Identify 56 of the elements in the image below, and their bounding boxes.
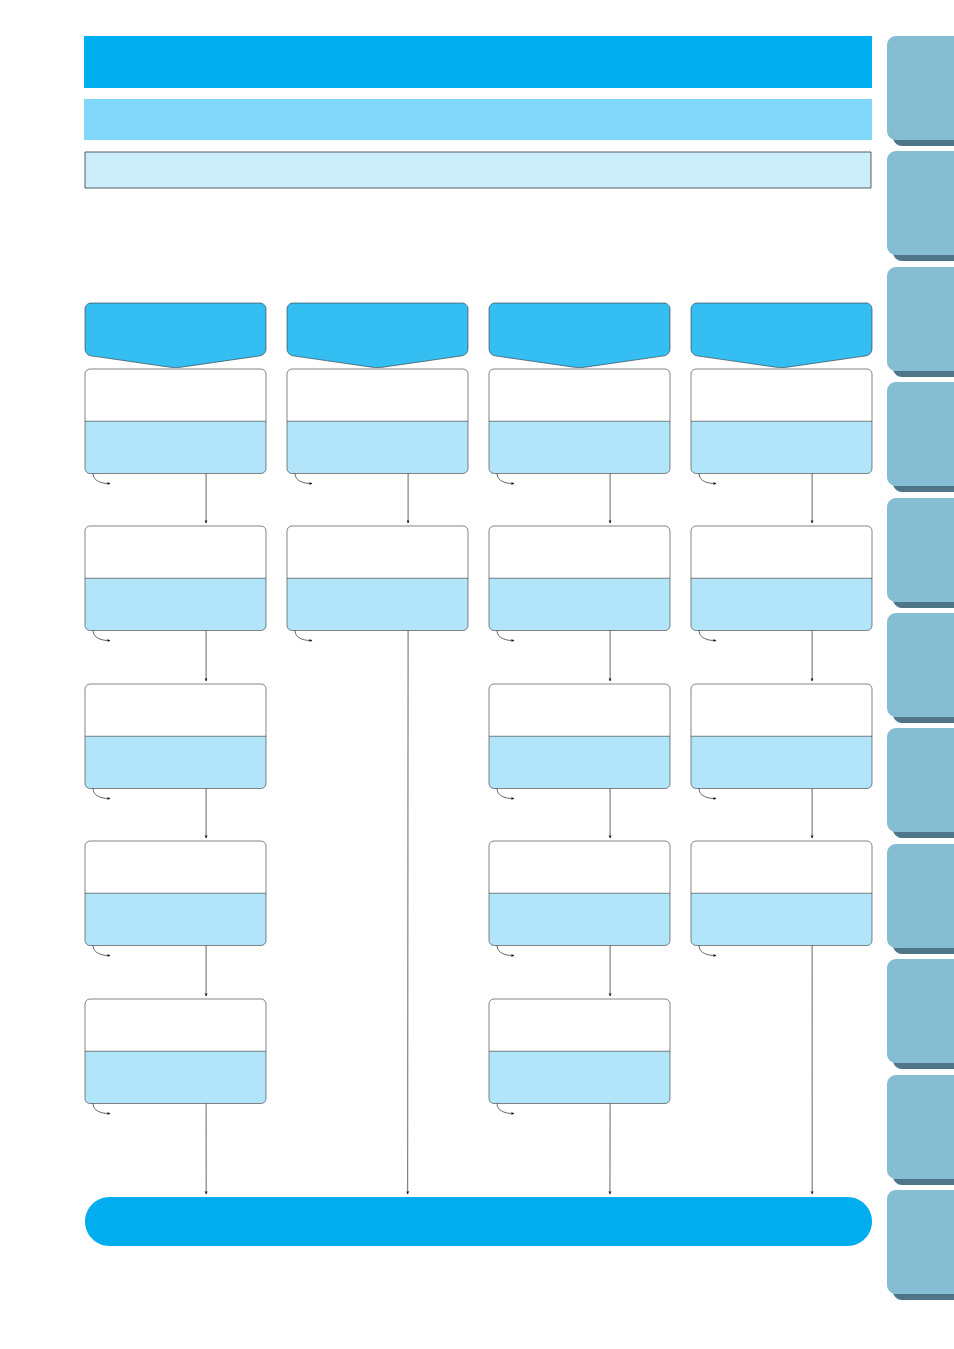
step-box <box>690 525 873 631</box>
arrow <box>204 473 208 524</box>
step-box <box>690 840 873 946</box>
arrow <box>608 1103 612 1195</box>
step-box <box>84 683 267 789</box>
curved-arrow <box>496 945 515 957</box>
curved-arrow <box>698 788 717 800</box>
sub-banner <box>84 99 872 140</box>
header-pentagon <box>84 302 267 368</box>
top-banner <box>84 36 872 88</box>
arrow <box>204 630 208 682</box>
arrow <box>608 945 612 997</box>
header-pentagon <box>690 302 873 368</box>
outlined-banner <box>84 151 872 189</box>
arrow <box>204 945 208 997</box>
rounded-bar <box>85 1197 872 1246</box>
curved-arrow <box>92 945 111 957</box>
step-box <box>84 840 267 946</box>
curved-arrow <box>92 1103 111 1115</box>
curved-arrow <box>294 473 313 485</box>
curved-arrow <box>294 630 313 642</box>
curved-arrow <box>698 630 717 642</box>
curved-arrow <box>698 473 717 485</box>
curved-arrow <box>496 788 515 800</box>
step-box <box>286 525 469 631</box>
curved-arrow <box>496 630 515 642</box>
step-box <box>690 368 873 474</box>
arrow <box>406 473 410 524</box>
arrow <box>205 1103 208 1195</box>
step-box <box>488 525 671 631</box>
arrow <box>810 788 814 839</box>
arrow <box>406 630 409 1195</box>
step-box <box>84 998 267 1104</box>
arrow <box>204 788 208 839</box>
curved-arrow <box>92 630 111 642</box>
step-box <box>488 840 671 946</box>
arrow <box>608 473 612 524</box>
step-box <box>84 525 267 631</box>
header-pentagon <box>488 302 671 368</box>
curved-arrow <box>92 473 111 485</box>
step-box <box>286 368 469 474</box>
step-box <box>488 998 671 1104</box>
arrow <box>810 630 814 682</box>
header-pentagon <box>286 302 469 368</box>
curved-arrow <box>496 473 515 485</box>
arrow <box>608 788 612 839</box>
step-box <box>488 368 671 474</box>
arrow <box>810 473 814 524</box>
arrow <box>811 945 814 1195</box>
step-box <box>488 683 671 789</box>
curved-arrow <box>496 1103 515 1115</box>
arrow <box>608 630 612 682</box>
step-box <box>84 368 267 474</box>
curved-arrow <box>92 788 111 800</box>
curved-arrow <box>698 945 717 957</box>
step-box <box>690 683 873 789</box>
